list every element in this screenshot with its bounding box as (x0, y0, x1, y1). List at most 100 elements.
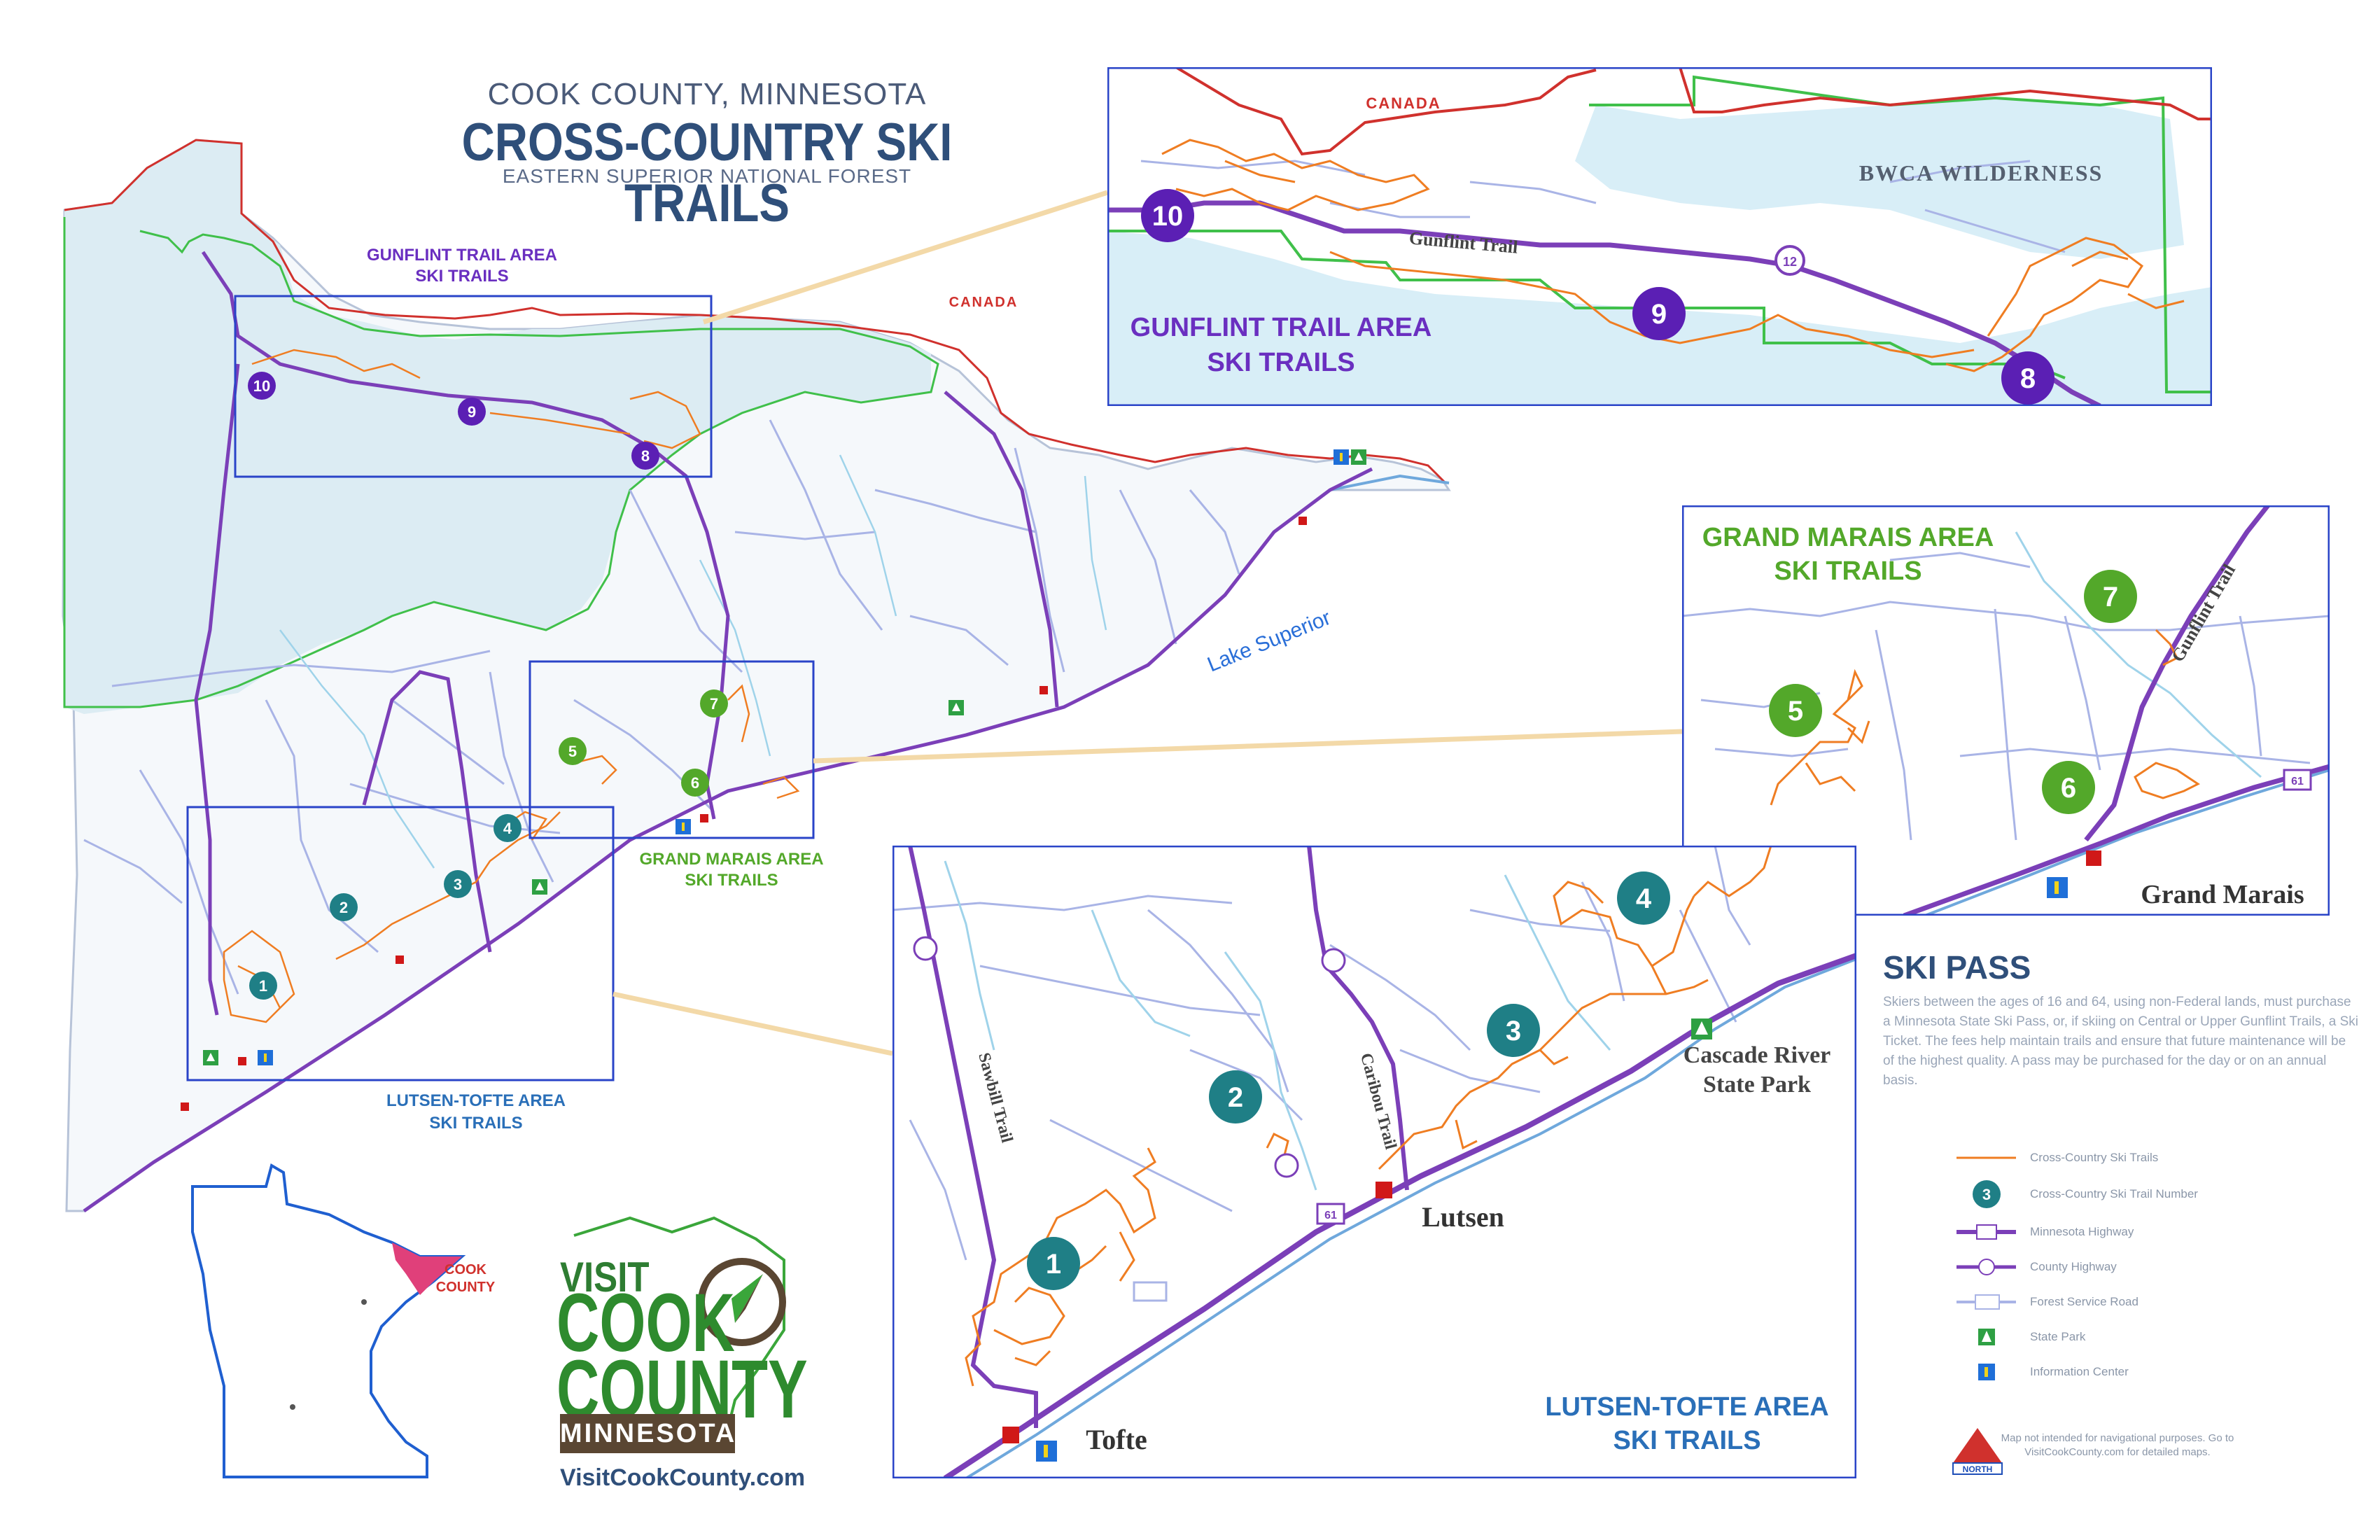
svg-text:3: 3 (1506, 1016, 1521, 1046)
svg-text:61: 61 (2291, 776, 2304, 788)
gunflint-canada-border (1175, 67, 2212, 156)
trail-marker-4-small: 4 (493, 814, 522, 842)
svg-text:5: 5 (1788, 696, 1803, 727)
trail-marker-10-small: 10 (248, 372, 276, 400)
svg-text:SKI TRAILS: SKI TRAILS (1774, 556, 1921, 586)
north-arrow-icon: NORTH (1952, 1428, 2003, 1475)
gunflint-bwca-boundary (1107, 75, 2212, 393)
svg-text:3: 3 (1982, 1186, 1991, 1203)
lt-lutsen-label: Lutsen (1422, 1201, 1504, 1233)
page-title: CROSS-COUNTRY SKI TRAILS (461, 113, 953, 233)
gm-roads (1682, 552, 2330, 841)
lt-shore (965, 958, 1856, 1478)
svg-text:10: 10 (1152, 201, 1184, 232)
svg-text:10: 10 (253, 377, 270, 395)
svg-text:3: 3 (454, 876, 462, 893)
svg-text:7: 7 (710, 695, 718, 713)
leader-lines (612, 190, 1683, 1056)
gm-area-title: GRAND MARAIS AREA SKI TRAILS (1702, 523, 1994, 586)
lake-superior-label: Lake Superior (1204, 606, 1334, 677)
bwca-area (64, 140, 931, 714)
lt-caribou-trail (1307, 846, 1409, 1191)
lutsen-area-label-line2: SKI TRAILS (429, 1114, 522, 1133)
trail-marker-1-small: 1 (249, 972, 277, 1000)
trail-marker-5-small: 5 (559, 737, 587, 765)
legend-state-park: State Park (2030, 1330, 2086, 1343)
legend-county-highway: County Highway (2030, 1260, 2117, 1273)
svg-text:4: 4 (1636, 883, 1652, 914)
lt-info-icon (1036, 1441, 1057, 1462)
lt-county-shield-5 (1274, 1153, 1299, 1178)
svg-text:SKI TRAILS: SKI TRAILS (1207, 348, 1354, 377)
svg-text:6: 6 (2061, 773, 2076, 804)
svg-text:GRAND MARAIS AREA: GRAND MARAIS AREA (1702, 523, 1994, 552)
lt-park-icon (1691, 1018, 1712, 1040)
trail-marker-2-small: 2 (330, 893, 358, 921)
highways (83, 251, 1373, 1213)
lt-highway-61 (943, 953, 1856, 1478)
grand-marais-frame-small (528, 660, 815, 839)
grand-marais-area-label-line1: GRAND MARAIS AREA (639, 850, 823, 869)
gm-info-icon (2047, 877, 2068, 898)
grand-marais-area-label-line2: SKI TRAILS (685, 871, 778, 890)
compass-logo-icon (573, 1216, 786, 1429)
canada-label-main: CANADA (949, 295, 1018, 310)
lt-cascade-label-line1: Cascade River (1684, 1042, 1831, 1068)
website-link[interactable]: VisitCookCounty.com (560, 1464, 806, 1491)
trail-markers-main: 10 9 8 7 5 6 4 3 2 1 (248, 372, 728, 1000)
park-info-icons-main (203, 449, 1366, 1065)
gm-shore (1924, 769, 2330, 916)
lt-hwy61-shield: 61 (1316, 1203, 1345, 1225)
gunflint-inset: CANADA BWCA WILDERNESS Gunflint Trail 12… (1107, 67, 2212, 406)
forest-roads (83, 419, 1240, 995)
ski-pass-title: SKI PASS (1883, 949, 2031, 986)
gunflint-ski-trails (1161, 139, 2185, 372)
trail-marker-3-small: 3 (444, 870, 472, 898)
svg-text:GUNFLINT TRAIL AREA: GUNFLINT TRAIL AREA (1130, 313, 1432, 342)
county-heading: COOK COUNTY, MINNESOTA (487, 77, 927, 111)
trail-marker-2: 2 (1209, 1070, 1262, 1124)
svg-text:8: 8 (2020, 363, 2036, 394)
canada-border (64, 139, 1447, 484)
svg-text:6: 6 (691, 774, 699, 792)
trail-marker-6: 6 (2042, 761, 2095, 814)
svg-text:1: 1 (1046, 1249, 1061, 1280)
legend-mn-highway: Minnesota Highway (2030, 1225, 2134, 1238)
town-markers-main (181, 517, 1307, 1111)
svg-text:SKI TRAILS: SKI TRAILS (1613, 1426, 1760, 1455)
inset-cook-label-2: COUNTY (436, 1280, 496, 1295)
inset-frames-main (186, 295, 815, 1082)
svg-text:7: 7 (2103, 582, 2118, 612)
trail-marker-6-small: 6 (681, 769, 709, 797)
svg-text:1: 1 (259, 977, 267, 995)
gm-grand-marais-label: Grand Marais (2141, 880, 2304, 909)
legend-icons: 3 (1956, 1156, 2016, 1380)
lutsen-frame-small (186, 806, 615, 1082)
gunflint-area-title: GUNFLINT TRAIL AREA SKI TRAILS (1130, 313, 1432, 377)
logo-visit-text: VISIT (560, 1254, 650, 1301)
gunflint-roads (1140, 160, 2066, 253)
gunflint-area-label-line2: SKI TRAILS (415, 267, 508, 286)
map-disclaimer: Map not intended for navigational purpos… (2001, 1432, 2234, 1458)
gunflint-water-north (1575, 98, 2184, 259)
gunflint-frame-small (234, 295, 713, 478)
gm-hwy61-shield: 61 (2283, 769, 2312, 791)
svg-text:4: 4 (503, 820, 512, 837)
lt-area-title: LUTSEN-TOFTE AREA SKI TRAILS (1545, 1392, 1828, 1455)
lt-tofte-label: Tofte (1086, 1424, 1147, 1455)
svg-text:2: 2 (1228, 1082, 1243, 1113)
lt-rivers (944, 860, 1611, 1191)
legend-ski-trails: Cross-Country Ski Trails (2030, 1151, 2159, 1164)
trail-marker-1: 1 (1027, 1237, 1080, 1290)
lt-county-shield-4 (1321, 948, 1346, 973)
gunflint-hwy12-shield: 12 (1774, 245, 1805, 276)
gm-rivers (2015, 531, 2262, 778)
lt-roads (892, 846, 1751, 1261)
svg-text:5: 5 (568, 743, 577, 760)
lt-sawbill-trail (908, 846, 1038, 1428)
svg-text:2: 2 (340, 899, 348, 916)
lt-cascade-label-line2: State Park (1703, 1072, 1811, 1098)
minnesota-inset-map: COOK COUNTY (191, 1163, 496, 1478)
gunflint-canada-label: CANADA (1366, 94, 1441, 112)
